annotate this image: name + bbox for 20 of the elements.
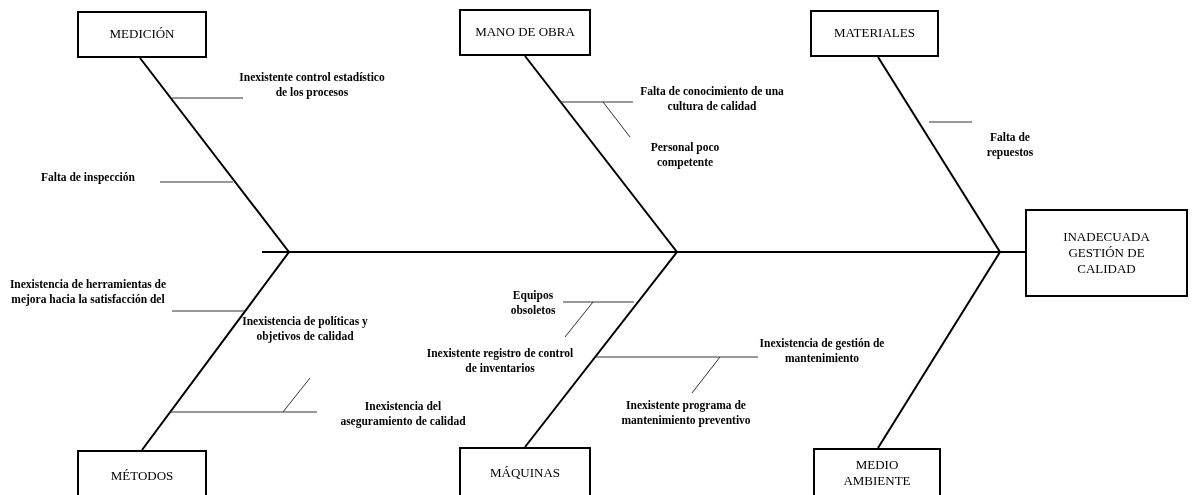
category-box: MÁQUINAS <box>459 447 591 495</box>
effect-box: INADECUADA GESTIÓN DE CALIDAD <box>1025 209 1188 297</box>
cause-text: Falta de conocimiento de una cultura de calidad <box>639 84 785 114</box>
cause-text: Inexistencia del aseguramiento de calidad <box>339 399 467 429</box>
category-box: MEDIO AMBIENTE <box>813 448 941 495</box>
cause-text: Inexistencia de herramientas de mejora hacia la satisfacción del <box>8 277 168 307</box>
category-box: MANO DE OBRA <box>459 9 591 56</box>
category-box: MÉTODOS <box>77 450 207 495</box>
cause-text: Inexistencia de políticas y objetivos de calidad <box>241 314 369 344</box>
cause-text: Inexistente programa de mantenimiento preventivo <box>620 398 752 428</box>
cause-text: Inexistente registro de control de inventarios <box>425 346 575 376</box>
cause-text: Equipos obsoletos <box>509 288 557 318</box>
cause-text: Personal poco competente <box>649 140 721 170</box>
cause-text: Inexistencia de gestión de mantenimiento <box>758 336 886 366</box>
cause-text: Inexistente control estadístico de los procesos <box>238 70 386 100</box>
category-box: MATERIALES <box>810 10 939 57</box>
fishbone-line <box>877 251 1026 449</box>
cause-text: Falta de repuestos <box>985 130 1035 160</box>
category-box: MEDICIÓN <box>77 11 207 58</box>
cause-text: Falta de inspección <box>40 170 136 185</box>
